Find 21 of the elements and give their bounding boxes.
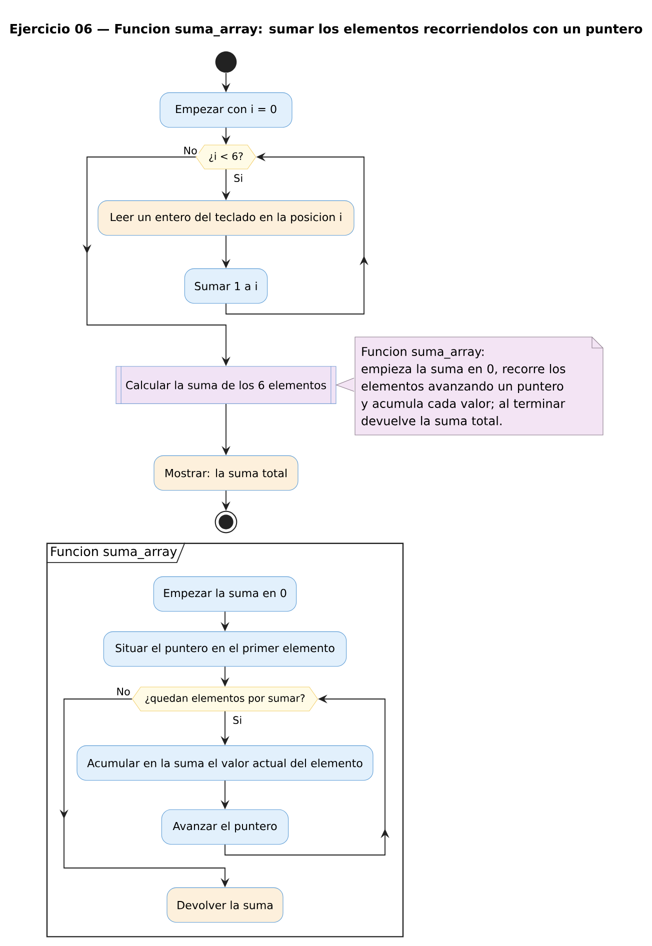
- decision-hexagon: ¿i < 6?: [196, 144, 256, 170]
- note-pointer: [336, 378, 354, 392]
- action-box: Acumular en la suma el valor actual del elemento: [76, 745, 374, 781]
- title: Ejercicio 06 — Funcion suma_array: sumar los elementos recorriendolos con un puntero: [10, 24, 642, 36]
- subprocess-box: Calcular la suma de los 6 elementos: [116, 366, 336, 404]
- edge-label: Si: [232, 172, 244, 184]
- edge-label: No: [182, 145, 199, 156]
- edge-label: Si: [231, 714, 244, 726]
- action-box: Sumar 1 a i: [184, 268, 268, 304]
- action-box: Empezar la suma en 0: [153, 576, 297, 612]
- end-node: [214, 510, 238, 534]
- action-box: Devolver la suma: [166, 887, 284, 923]
- note-box: Funcion suma_array: empieza la suma en 0, recorre los elementos avanzando un puntero y acumula cada valor; al terminar devuelve la suma total.: [354, 336, 604, 436]
- decision-hexagon: ¿quedan elementos por sumar?: [132, 686, 318, 712]
- start-node: [215, 51, 237, 73]
- action-box: Situar el puntero en el primer elemento: [103, 631, 347, 667]
- edge-label: No: [114, 686, 132, 697]
- action-box: Avanzar el puntero: [161, 809, 289, 845]
- action-box: Leer un entero del teclado en la posicion i: [98, 200, 354, 236]
- action-box: Empezar con i = 0: [160, 92, 292, 128]
- action-box: Mostrar: la suma total: [154, 455, 298, 491]
